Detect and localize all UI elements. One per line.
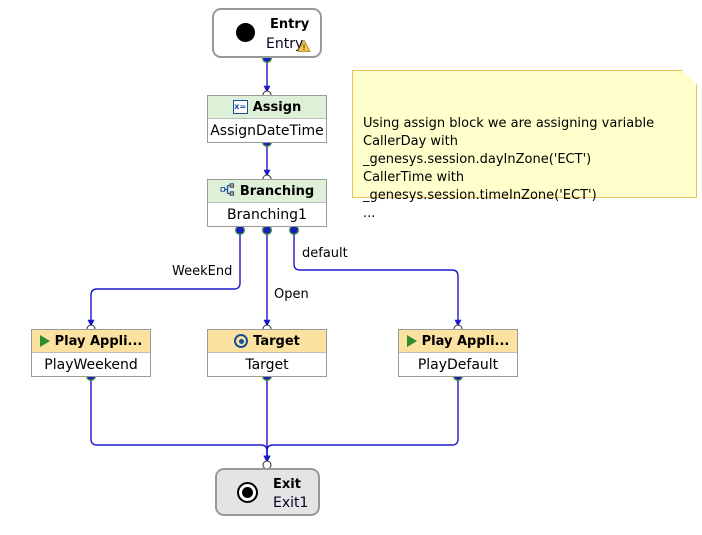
- node-play-default-name: PlayDefault: [417, 357, 499, 373]
- play-icon: [406, 335, 417, 347]
- warning-icon[interactable]: [297, 38, 311, 56]
- target-icon: [234, 334, 249, 348]
- node-target-header: Target: [208, 330, 326, 353]
- node-entry[interactable]: Entry Entry: [212, 8, 322, 58]
- branching-icon: [220, 182, 235, 201]
- assign-variable-icon: x=: [232, 100, 248, 114]
- node-exit-title: Exit: [273, 477, 301, 492]
- node-target-name: Target: [245, 357, 289, 373]
- node-play-default[interactable]: Play Appli... PlayDefault: [398, 329, 518, 377]
- node-branching-name: Branching1: [227, 207, 307, 223]
- node-exit[interactable]: Exit Exit1: [215, 468, 320, 516]
- edge-label-open: Open: [274, 287, 309, 302]
- node-assign-header: x= Assign: [208, 96, 326, 119]
- node-play-weekend-title: Play Appli...: [54, 333, 143, 349]
- node-target[interactable]: Target Target: [207, 329, 327, 377]
- node-assign-title: Assign: [252, 99, 302, 115]
- edge-label-weekend: WeekEnd: [172, 264, 233, 279]
- play-icon: [39, 335, 50, 347]
- note-annotation[interactable]: Using assign block we are assigning vari…: [352, 70, 697, 221]
- node-play-default-title: Play Appli...: [421, 333, 510, 349]
- note-fold-corner: [682, 70, 697, 85]
- edge-default-exit: [263, 376, 459, 463]
- node-branching-title: Branching: [239, 183, 315, 199]
- note-text: Using assign block we are assigning vari…: [363, 116, 655, 221]
- node-exit-name: Exit1: [273, 495, 309, 511]
- node-branching-header: Branching: [208, 180, 326, 203]
- node-target-title: Target: [253, 333, 300, 349]
- node-assign-name: AssignDateTime: [210, 123, 324, 139]
- node-entry-name: Entry: [266, 36, 304, 52]
- edge-branching-default: [293, 230, 462, 327]
- node-play-weekend-header: Play Appli...: [32, 330, 150, 353]
- node-assign[interactable]: x= Assign AssignDateTime: [207, 95, 327, 143]
- edge-label-default: default: [302, 246, 348, 261]
- node-play-default-header: Play Appli...: [399, 330, 517, 353]
- node-entry-title: Entry: [270, 17, 310, 32]
- node-play-weekend[interactable]: Play Appli... PlayWeekend: [31, 329, 151, 377]
- edge-weekend-exit: [90, 376, 271, 463]
- node-play-weekend-name: PlayWeekend: [44, 357, 138, 373]
- node-branching[interactable]: Branching Branching1: [207, 179, 327, 227]
- filled-circle-icon: [236, 23, 255, 42]
- bullseye-icon: [237, 482, 258, 503]
